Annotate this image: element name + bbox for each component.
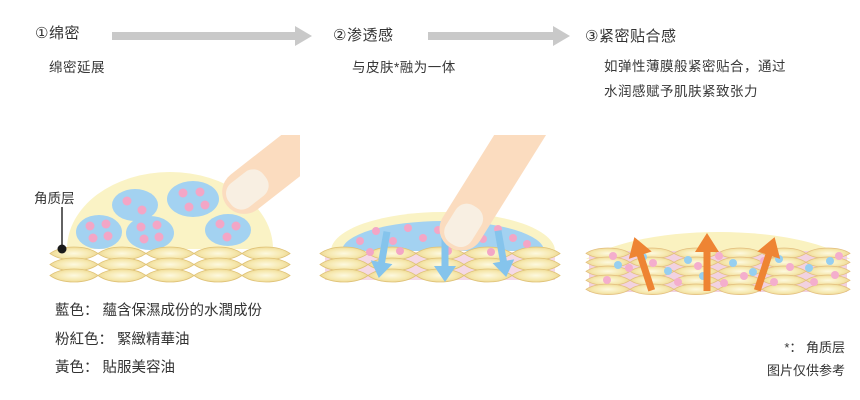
step-3-desc-line2: 水润感赋予肌肤紧致张力 <box>604 84 758 99</box>
step-1-desc: 绵密延展 <box>49 60 105 75</box>
skin-layers <box>319 246 561 283</box>
absorb-arrow-icon <box>492 230 515 277</box>
lift-arrow-icon <box>753 237 781 292</box>
lift-arrows <box>628 233 781 292</box>
illustration-stage-1 <box>49 135 300 283</box>
illustration-stage-2 <box>319 135 561 283</box>
stratum-pointer <box>57 207 67 254</box>
absorb-arrow-icon <box>434 235 456 282</box>
footnote-disclaimer: 图片仅供参考 <box>766 363 845 378</box>
legend-item-yellow: 黃色： 貼服美容油 <box>55 360 176 376</box>
step-2-title: ②渗透感 <box>333 27 394 44</box>
step-1-title: ①绵密 <box>35 25 80 42</box>
illustration-stage-3 <box>585 232 851 295</box>
stratum-corneum-label: 角质层 <box>34 191 75 206</box>
moisture-blob <box>167 181 219 217</box>
step-3-title: ③紧密贴合感 <box>585 28 677 45</box>
color-legend: 藍色： 蘊含保濕成份的水潤成份 粉紅色： 緊緻精華油 黃色： 貼服美容油 <box>55 297 262 383</box>
footnote: *： 角质层 图片仅供参考 <box>767 336 845 382</box>
flow-arrow-head <box>295 26 312 46</box>
step-3-desc-line1: 如弹性薄膜般紧密贴合，通过 <box>604 59 786 74</box>
lift-arrow-icon <box>628 237 656 292</box>
absorb-arrow-icon <box>370 231 393 278</box>
moisture-blobs <box>76 181 251 250</box>
legend-item-pink: 粉紅色： 緊緻精華油 <box>55 331 190 348</box>
moisture-blob <box>112 189 158 221</box>
flow-arrow-shaft <box>428 32 555 40</box>
moisture-blob <box>76 215 122 249</box>
moisture-blob <box>205 214 251 246</box>
finger-icon <box>439 135 561 251</box>
flow-arrow-head <box>553 26 570 46</box>
flow-arrow-shaft <box>112 32 297 40</box>
step-3-desc: 如弹性薄膜般紧密贴合，通过 水润感赋予肌肤紧致张力 <box>604 54 786 104</box>
moisture-blob <box>126 216 174 250</box>
flow-arrow-2-icon <box>428 26 570 46</box>
finger-icon <box>222 135 300 214</box>
step-2-desc: 与皮肤*融为一体 <box>352 60 456 75</box>
lift-arrow-icon <box>695 233 719 291</box>
legend-item-blue: 藍色： 蘊含保濕成份的水潤成份 <box>55 303 263 319</box>
absorb-arrows <box>370 230 515 282</box>
flow-arrow-1-icon <box>112 26 312 46</box>
footnote-asterisk: *： 角质层 <box>784 340 845 355</box>
layer-dots <box>603 252 843 287</box>
skin-layers <box>49 246 291 283</box>
